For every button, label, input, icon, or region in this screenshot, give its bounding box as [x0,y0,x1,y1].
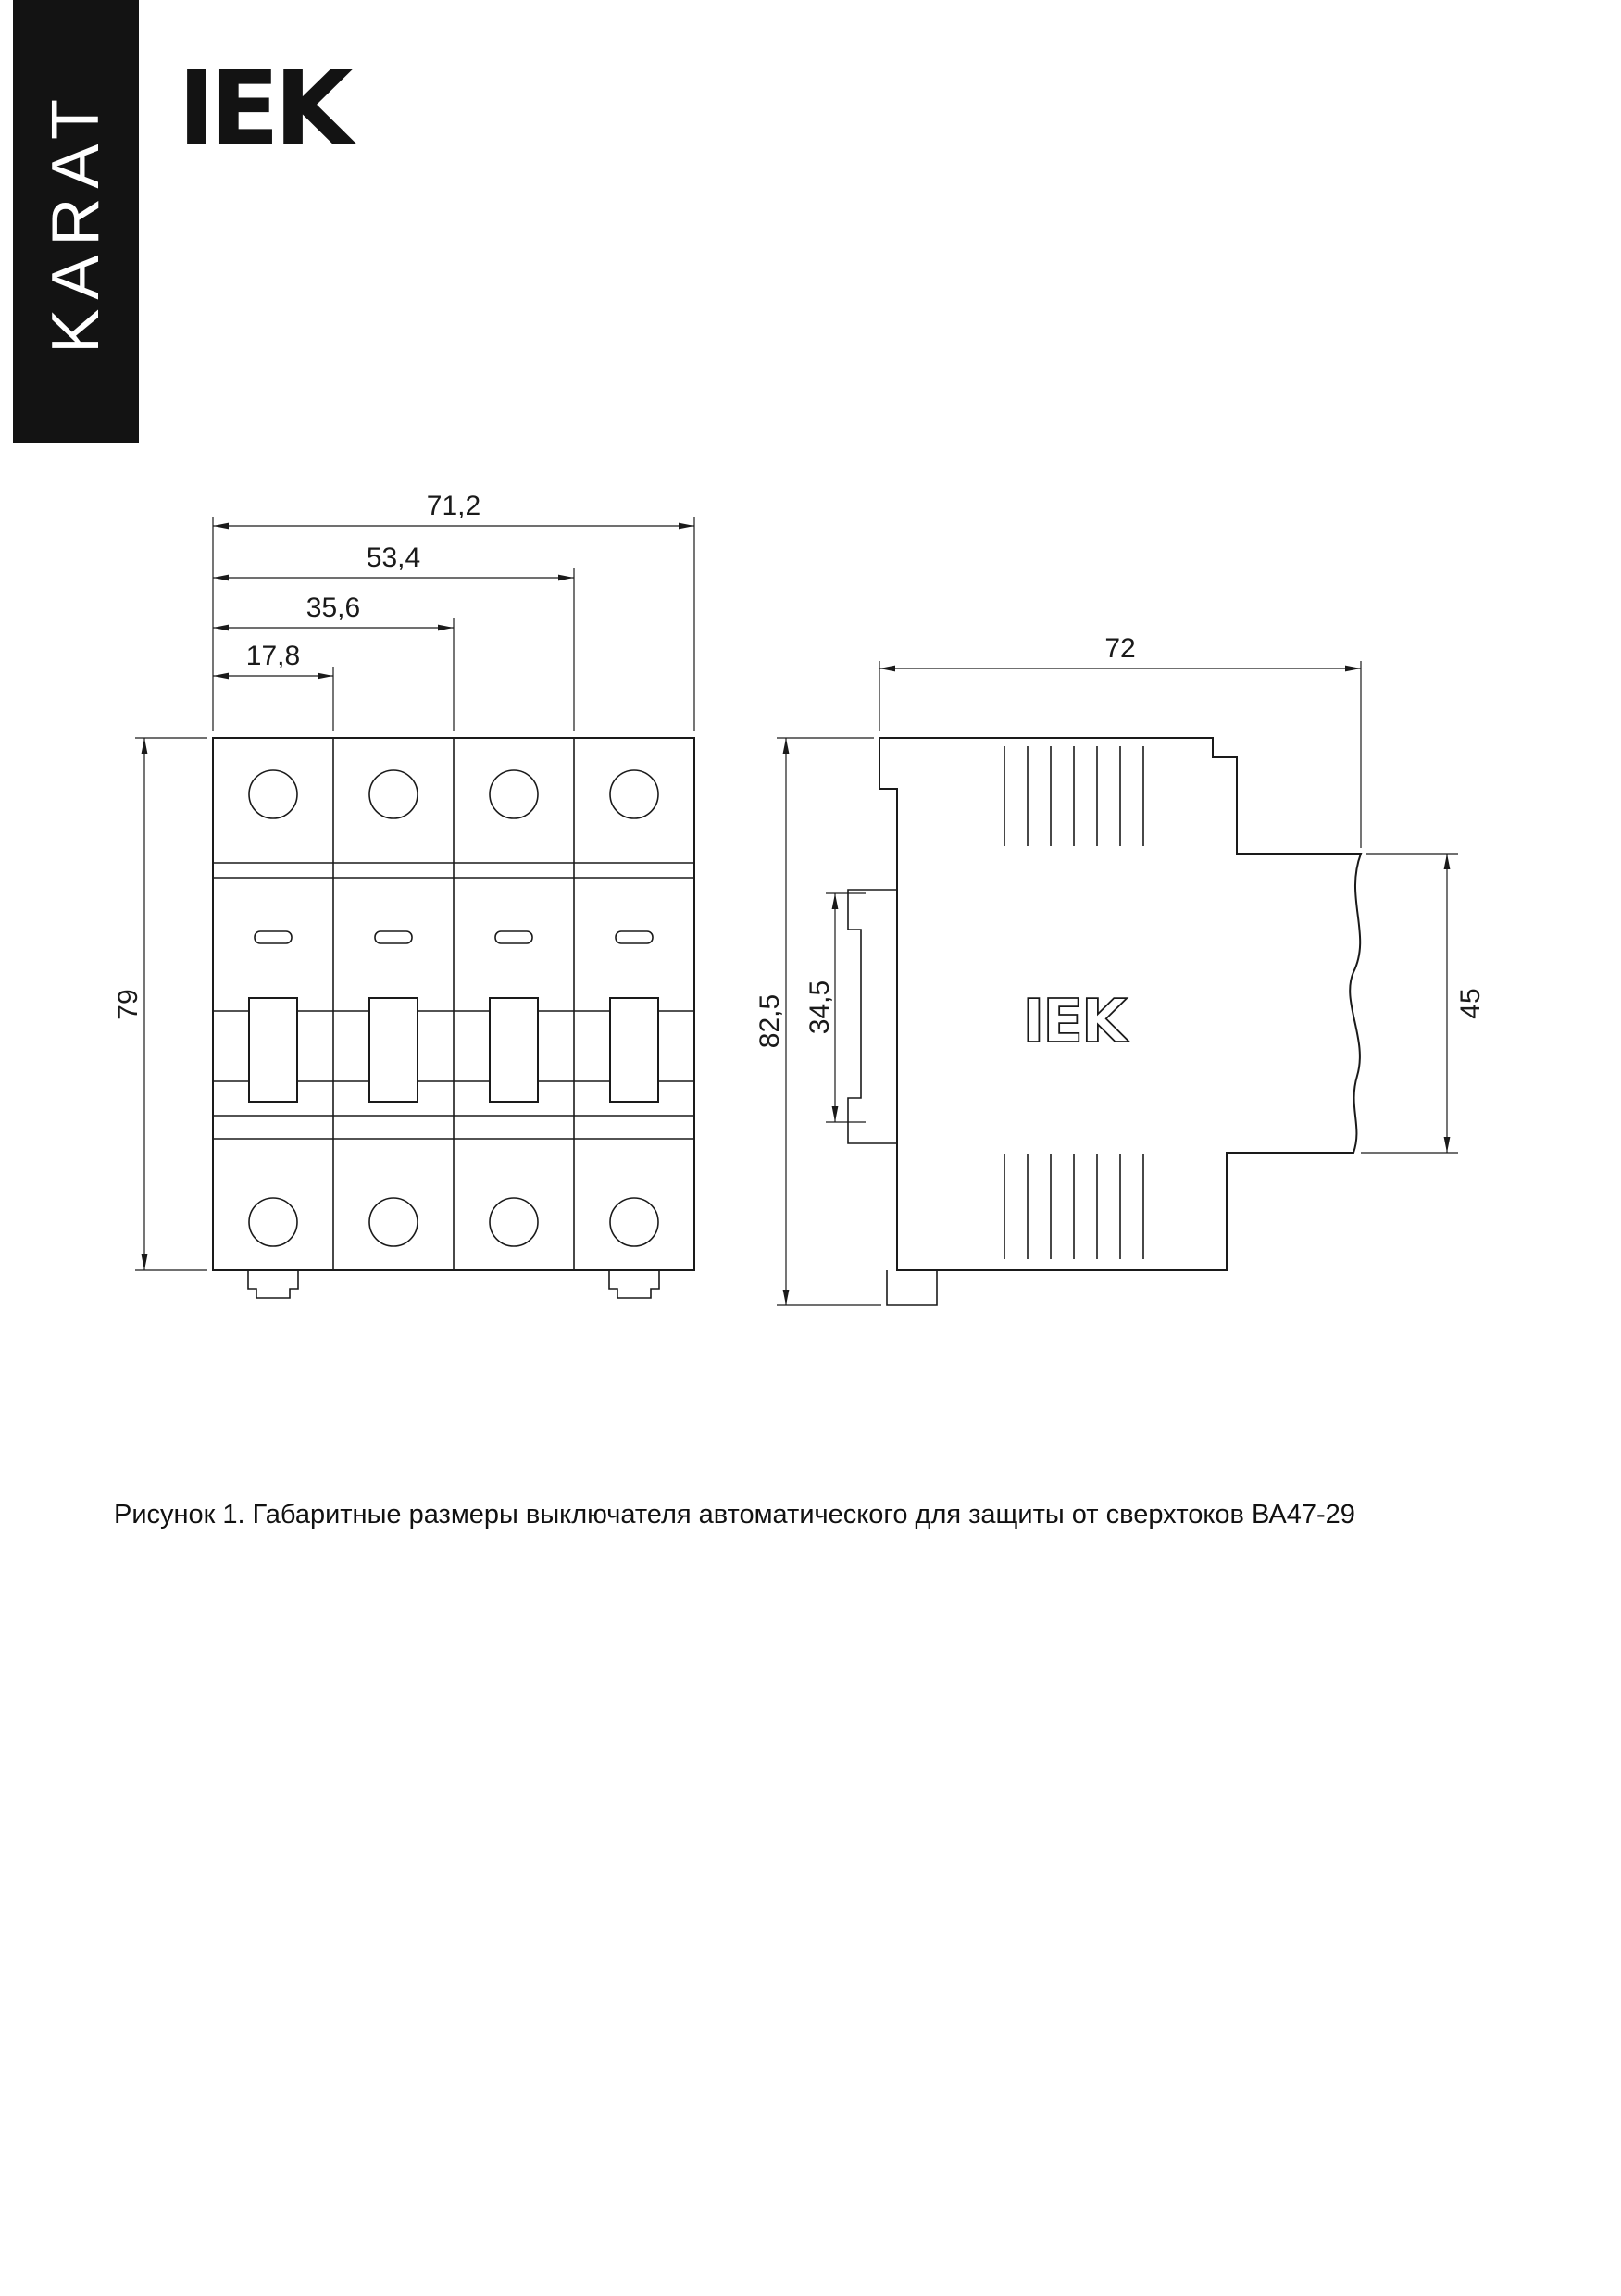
company-logo: IEK [178,49,353,168]
dim-label-width-3: 53,4 [367,543,420,573]
brand-sidebar: KARAT [13,0,139,443]
figure-caption: Рисунок 1. Габаритные размеры выключател… [114,1500,1355,1529]
front-view: 71,2 53,4 35,6 17,8 79 [113,491,695,1299]
vent-slats-top [1004,746,1144,846]
side-rail-dimension: 34,5 [804,892,866,1123]
breaker-side-profile [879,737,1363,1271]
dim-label-rail: 34,5 [804,980,835,1034]
housing-logo: IEK [1022,988,1129,1056]
dim-label-width-1: 17,8 [246,641,300,671]
label-window [494,930,533,944]
din-rail-plate [847,889,897,1144]
terminal-screw [609,1197,659,1247]
dim-label-width-total: 71,2 [427,491,480,521]
dim-label-height: 79 [113,989,143,1019]
din-clip [608,1270,660,1299]
toggle-handle [489,997,539,1103]
din-foot [886,1270,938,1306]
side-height-dimension: 82,5 [754,737,881,1306]
terminal-screw [489,1197,539,1247]
toggle-handle [609,997,659,1103]
side-depth-dimension: 72 [879,633,1362,848]
terminal-screw [368,1197,418,1247]
dim-label-front: 45 [1455,988,1486,1018]
terminal-screw [368,769,418,819]
dim-label-height-total: 82,5 [754,994,785,1048]
din-clip [247,1270,299,1299]
toggle-handle [368,997,418,1103]
label-window [374,930,413,944]
front-height-dimension: 79 [113,737,207,1271]
terminal-screw [248,769,298,819]
label-window [615,930,654,944]
vent-slats-bottom [1004,1154,1144,1259]
toggle-handle [248,997,298,1103]
front-width-dimensions: 71,2 53,4 35,6 17,8 [212,491,695,731]
label-window [254,930,293,944]
side-view: IEK 72 82,5 34,5 [754,633,1486,1306]
terminal-screw [609,769,659,819]
terminal-screw [489,769,539,819]
dim-label-width-2: 35,6 [306,593,360,623]
side-front-dimension: 45 [1361,853,1486,1154]
terminal-screw [248,1197,298,1247]
dim-label-depth: 72 [1104,633,1135,664]
